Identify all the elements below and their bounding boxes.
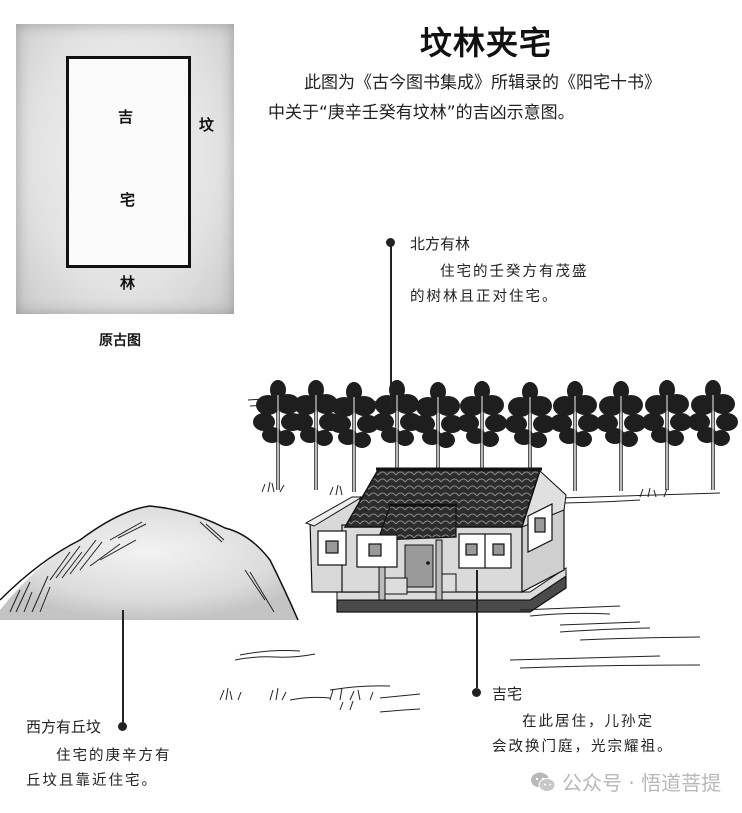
grave-mound <box>0 505 299 621</box>
original-label-grave: 坟 <box>199 116 215 134</box>
north-callout-body: 住宅的壬癸方有茂盛 的树林且正对住宅。 <box>410 260 589 310</box>
house-callout-leader-line <box>476 570 478 688</box>
house-callout-title: 吉宅 <box>492 685 523 703</box>
original-label-forest: 林 <box>120 274 136 292</box>
house-callout-line-1: 在此居住，儿孙定 <box>522 714 654 730</box>
watermark: 公众号 · 悟道菩提 <box>530 767 721 796</box>
west-callout-leader-line <box>122 610 124 726</box>
west-callout-line-2: 丘坟且靠近住宅。 <box>26 773 158 789</box>
west-callout-title: 西方有丘坟 <box>26 718 102 736</box>
watermark-text: 公众号 · 悟道菩提 <box>562 771 722 795</box>
original-char-zhai: 宅 <box>120 191 136 209</box>
north-callout-line-1: 住宅的壬癸方有茂盛 <box>440 264 589 280</box>
original-diagram-caption: 原古图 <box>99 333 141 349</box>
intro-text: 此图为《古今图书集成》所辑录的《阳宅十书》 中关于“庚辛壬癸有坟林”的吉凶示意图… <box>268 68 738 128</box>
house-callout-dot <box>472 688 481 697</box>
west-callout-line-1: 住宅的庚辛方有 <box>56 748 172 764</box>
house-windows <box>317 503 553 569</box>
north-callout-dot <box>386 238 395 247</box>
page-title: 坟林夹宅 <box>420 24 553 62</box>
house-callout-body: 在此居住，儿孙定 会改换门庭，光宗耀祖。 <box>492 710 674 760</box>
north-callout-leader-line <box>390 244 392 404</box>
intro-line-1: 此图为《古今图书集成》所辑录的《阳宅十书》 <box>304 73 661 93</box>
original-char-ji: 吉 <box>118 108 134 126</box>
west-callout-dot <box>118 722 127 731</box>
intro-line-2: 中关于“庚辛壬癸有坟林”的吉凶示意图。 <box>268 103 575 123</box>
house <box>304 467 567 613</box>
north-callout-line-2: 的树林且正对住宅。 <box>410 289 559 305</box>
house-callout-line-2: 会改换门庭，光宗耀祖。 <box>492 739 674 755</box>
grass-foreground <box>219 605 701 713</box>
north-callout-title: 北方有林 <box>410 235 471 253</box>
wechat-icon <box>531 772 556 792</box>
west-callout-body: 住宅的庚辛方有 丘坟且靠近住宅。 <box>26 744 172 794</box>
original-diagram-house-box <box>66 56 191 268</box>
